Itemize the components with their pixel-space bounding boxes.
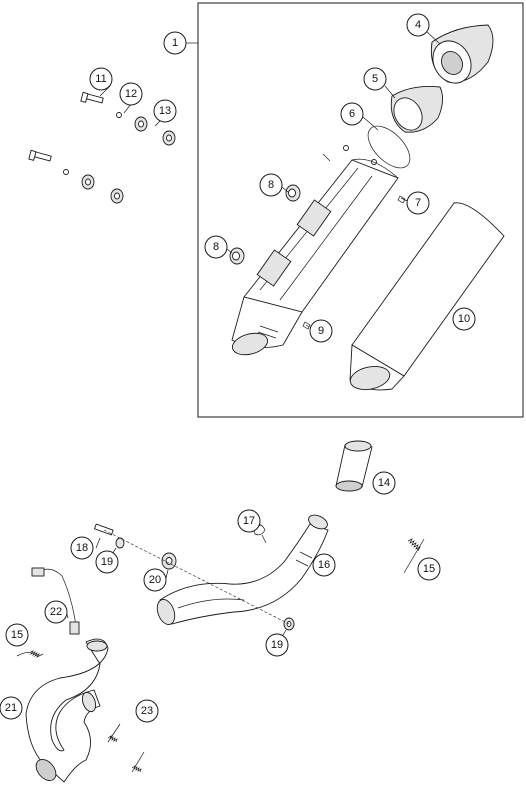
- part-connection-sleeve: [335, 440, 373, 492]
- callout-18: 18: [70, 536, 94, 560]
- callout-8-upper: 8: [259, 173, 283, 197]
- part-lambda-sensor: [31, 567, 80, 635]
- svg-text:16: 16: [318, 559, 330, 571]
- part-mounting-bolt-lower: [28, 149, 52, 162]
- svg-text:21: 21: [5, 702, 17, 714]
- svg-text:4: 4: [415, 19, 421, 31]
- callout-19-upper: 19: [95, 550, 119, 574]
- svg-text:11: 11: [95, 73, 106, 85]
- part-spring-23-b: [131, 751, 145, 773]
- part-spring-left: [16, 650, 44, 658]
- part-end-cap: [430, 24, 494, 84]
- callout-4: 4: [406, 13, 430, 37]
- part-gasket-ring: [367, 125, 411, 169]
- svg-text:13: 13: [159, 105, 171, 117]
- callout-7: 7: [406, 191, 430, 215]
- svg-text:7: 7: [415, 197, 421, 209]
- callout-10: 10: [452, 307, 476, 331]
- svg-text:14: 14: [378, 477, 390, 489]
- callout-11: 11: [89, 67, 113, 91]
- part-mid-bolt: [93, 523, 114, 536]
- part-inner-end-cap: [390, 85, 443, 133]
- part-rubber-mount-upper: [285, 184, 301, 202]
- svg-text:22: 22: [50, 606, 62, 618]
- callout-22: 22: [44, 600, 68, 624]
- callout-23: 23: [135, 699, 159, 723]
- svg-text:8: 8: [213, 241, 219, 253]
- svg-text:18: 18: [76, 542, 88, 554]
- callout-9: 9: [309, 319, 333, 343]
- callout-5: 5: [363, 67, 387, 91]
- callout-16: 16: [312, 553, 336, 577]
- svg-text:1: 1: [172, 37, 178, 49]
- svg-text:10: 10: [458, 313, 470, 325]
- svg-text:9: 9: [318, 325, 324, 337]
- svg-text:8: 8: [268, 179, 274, 191]
- part-spring-23-a: [107, 723, 121, 743]
- callout-13: 13: [153, 99, 177, 123]
- part-mounting-bolt-upper: [80, 91, 104, 104]
- svg-text:15: 15: [11, 629, 23, 641]
- part-rubber-mount-lower: [229, 247, 245, 265]
- svg-text:20: 20: [149, 574, 161, 586]
- callout-8-lower: 8: [204, 235, 228, 259]
- callout-12: 12: [119, 82, 143, 106]
- part-silencer-body: [231, 158, 399, 356]
- svg-text:15: 15: [423, 563, 435, 575]
- part-spring-right: [403, 538, 425, 574]
- part-header-pipe: [25, 638, 109, 783]
- svg-text:23: 23: [141, 705, 153, 717]
- callout-6: 6: [340, 102, 364, 126]
- callout-15-left: 15: [5, 623, 29, 647]
- part-silencer-sleeve: [349, 202, 505, 391]
- svg-text:5: 5: [372, 73, 378, 85]
- silencer-group-box: [197, 2, 524, 418]
- svg-text:19: 19: [101, 556, 113, 568]
- callout-15-right: 15: [417, 557, 441, 581]
- callout-21: 21: [0, 696, 23, 720]
- callout-19-lower: 19: [265, 633, 289, 657]
- part-mid-pipe: [156, 514, 329, 625]
- svg-text:17: 17: [243, 515, 255, 527]
- svg-text:6: 6: [349, 108, 355, 120]
- callout-14: 14: [372, 471, 396, 495]
- callout-1: 1: [163, 31, 187, 55]
- svg-text:19: 19: [271, 639, 283, 651]
- svg-text:12: 12: [125, 88, 137, 100]
- callout-20: 20: [143, 568, 167, 592]
- callout-17: 17: [237, 509, 261, 533]
